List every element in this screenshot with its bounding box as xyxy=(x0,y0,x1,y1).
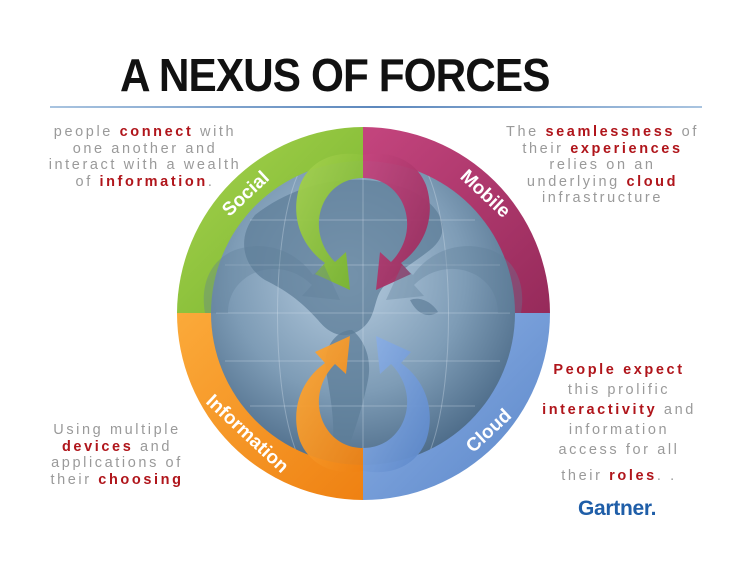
keyword: roles xyxy=(609,468,657,484)
keyword: choosing xyxy=(98,471,184,488)
keyword: devices xyxy=(61,438,134,455)
keyword: seamlessness xyxy=(545,124,676,140)
gartner-logo: Gartner. xyxy=(578,497,657,520)
keyword: cloud xyxy=(626,173,679,190)
information-arrow xyxy=(296,336,363,473)
keyword: connect xyxy=(119,124,194,140)
keyword: experiences xyxy=(570,140,683,157)
page-title: A NEXUS OF FORCES xyxy=(120,49,550,101)
cloud-arrow xyxy=(363,336,430,473)
social-arrow xyxy=(296,153,363,290)
mobile-note: The seamlessness of their experiences re… xyxy=(506,124,699,206)
mobile-arrow xyxy=(363,153,430,290)
keyword: interactivity xyxy=(542,402,658,418)
information-note: Using multiple devices and applications … xyxy=(50,422,184,488)
keyword: People expect xyxy=(553,362,685,378)
cloud-note: People expect this prolific interactivit… xyxy=(538,360,700,486)
keyword: information xyxy=(99,173,208,190)
title-underline xyxy=(50,106,702,108)
cloud-note-tail: their roles. . xyxy=(561,468,677,484)
social-note: people connect with one another and inte… xyxy=(48,124,242,190)
